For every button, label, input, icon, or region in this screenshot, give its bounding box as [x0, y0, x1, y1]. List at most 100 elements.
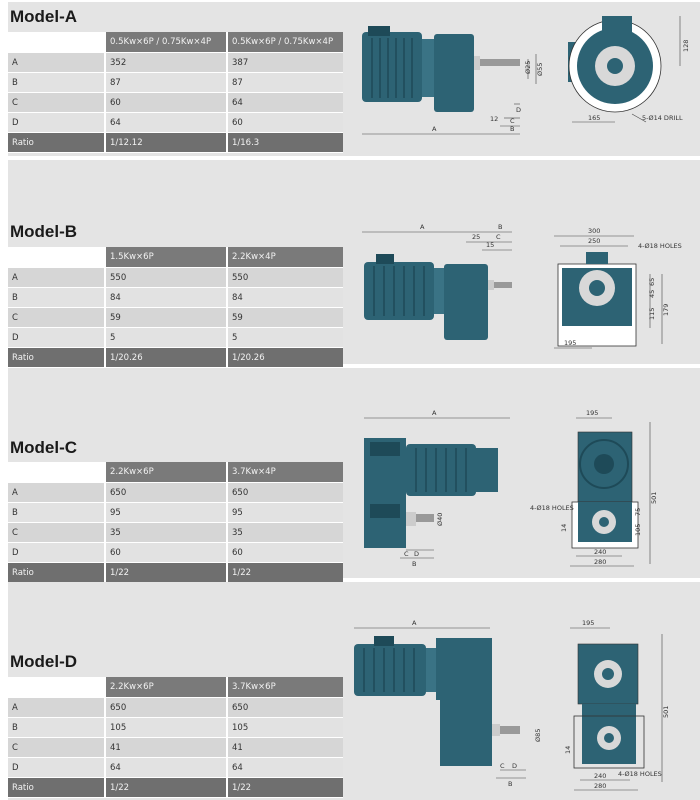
model-d-spec-table: 2.2Kw×6P 3.7Kw×6P A 650 650 B 105 105 C …: [8, 677, 343, 798]
row-value: 60: [226, 542, 343, 563]
row-value: 60: [104, 92, 227, 113]
row-value: 650: [226, 482, 343, 503]
table-row: A 650 650: [8, 697, 343, 718]
dim-15: 15: [486, 241, 494, 249]
table-header-row: 2.2Kw×6P 3.7Kw×6P: [8, 677, 343, 698]
dim-240: 240: [594, 548, 606, 556]
motor-side-view: [364, 254, 512, 340]
dim-holes: 4-Ø18 HOLES: [618, 770, 662, 778]
header-cell: 3.7Kw×6P: [226, 677, 343, 698]
motor-side-view: [362, 26, 520, 112]
model-c-drawing: A Ø40 C D B: [364, 409, 658, 568]
dim-75: 75: [634, 508, 642, 516]
row-value: 84: [226, 287, 343, 308]
row-value: 95: [226, 502, 343, 523]
dim-c: C: [496, 233, 501, 241]
gearbox-front-view: [571, 431, 639, 549]
dim-128: 128: [682, 40, 690, 52]
row-value: 60: [104, 542, 227, 563]
dim-179: 179: [662, 304, 670, 316]
dim-195: 195: [582, 619, 594, 627]
row-label: Ratio: [8, 562, 105, 583]
dim-280: 280: [594, 558, 606, 566]
table-row-ratio: Ratio 1/20.26 1/20.26: [8, 347, 343, 368]
dim-a: A: [420, 223, 425, 231]
table-row-ratio: Ratio 1/22 1/22: [8, 777, 343, 798]
row-label: B: [8, 717, 105, 738]
table-row: D 5 5: [8, 327, 343, 348]
row-value: 1/22: [226, 562, 343, 583]
model-b-spec-table: 1.5Kw×6P 2.2Kw×4P A 550 550 B 84 84 C 59…: [8, 247, 343, 368]
row-value: 1/22: [104, 777, 227, 798]
dim-b: B: [510, 125, 514, 133]
model-b-section: Model-B 1.5Kw×6P 2.2Kw×4P A 550 550 B 84…: [0, 160, 700, 368]
motor-side-view: [354, 636, 520, 766]
header-cell: [8, 32, 105, 53]
table-row: C 35 35: [8, 522, 343, 543]
row-value: 650: [226, 697, 343, 718]
row-value: 1/22: [104, 562, 227, 583]
table-row: D 64 60: [8, 112, 343, 133]
table-header-row: 1.5Kw×6P 2.2Kw×4P: [8, 247, 343, 268]
table-row: A 650 650: [8, 482, 343, 503]
table-row: C 59 59: [8, 307, 343, 328]
row-value: 59: [104, 307, 227, 328]
row-value: 1/16.3: [226, 132, 343, 153]
row-value: 387: [226, 52, 343, 73]
model-d-title: Model-D: [10, 652, 78, 671]
dim-14: 14: [560, 524, 568, 532]
table-row: B 87 87: [8, 72, 343, 93]
dim-14: 14: [564, 746, 572, 754]
table-header-row: 0.5Kw×6P / 0.75Kw×4P 0.5Kw×6P / 0.75Kw×4…: [8, 32, 343, 53]
dim-b: B: [508, 780, 512, 788]
row-value: 105: [104, 717, 227, 738]
dim-b: B: [498, 223, 502, 231]
row-value: 1/12.12: [104, 132, 227, 153]
table-row-ratio: Ratio 1/22 1/22: [8, 562, 343, 583]
dim-a: A: [432, 125, 437, 133]
dim-195: 195: [586, 409, 598, 417]
dim-45: 45: [648, 290, 656, 298]
model-d-drawing: A Ø85 C D B 1: [354, 619, 670, 791]
row-value: 5: [104, 327, 227, 348]
row-value: 1/20.26: [226, 347, 343, 368]
dim-195: 195: [564, 339, 576, 347]
row-value: 650: [104, 697, 227, 718]
row-value: 64: [104, 757, 227, 778]
dim-a: A: [432, 409, 437, 417]
dim-holes: 4-Ø18 HOLES: [638, 242, 682, 250]
row-label: B: [8, 72, 105, 93]
header-cell: 1.5Kw×6P: [104, 247, 227, 268]
row-value: 41: [226, 737, 343, 758]
model-a-title: Model-A: [10, 7, 78, 26]
dim-holes: 4-Ø18 HOLES: [530, 504, 574, 512]
dim-a: A: [412, 619, 417, 627]
header-cell: 0.5Kw×6P / 0.75Kw×4P: [226, 32, 343, 53]
row-label: C: [8, 307, 105, 328]
row-value: 60: [226, 112, 343, 133]
dim-d: D: [516, 106, 521, 114]
dim-65: 65: [648, 278, 656, 286]
table-row: C 60 64: [8, 92, 343, 113]
table-row: C 41 41: [8, 737, 343, 758]
row-label: D: [8, 112, 105, 133]
header-cell: [8, 462, 105, 483]
gearbox-front-view: [573, 643, 645, 769]
dim-d: D: [512, 762, 517, 770]
row-value: 64: [226, 757, 343, 778]
row-value: 1/20.26: [104, 347, 227, 368]
row-value: 650: [104, 482, 227, 503]
header-cell: [8, 247, 105, 268]
row-value: 95: [104, 502, 227, 523]
row-label: C: [8, 522, 105, 543]
dim-d: D: [414, 550, 419, 558]
row-label: A: [8, 52, 105, 73]
dim-phi40: Ø40: [436, 513, 444, 526]
row-label: D: [8, 542, 105, 563]
row-label: A: [8, 267, 105, 288]
table-row: A 550 550: [8, 267, 343, 288]
dim-280: 280: [594, 782, 606, 790]
row-label: A: [8, 697, 105, 718]
row-value: 59: [226, 307, 343, 328]
model-a-section: Model-A 0.5Kw×6P / 0.75Kw×4P 0.5Kw×6P / …: [0, 0, 700, 160]
